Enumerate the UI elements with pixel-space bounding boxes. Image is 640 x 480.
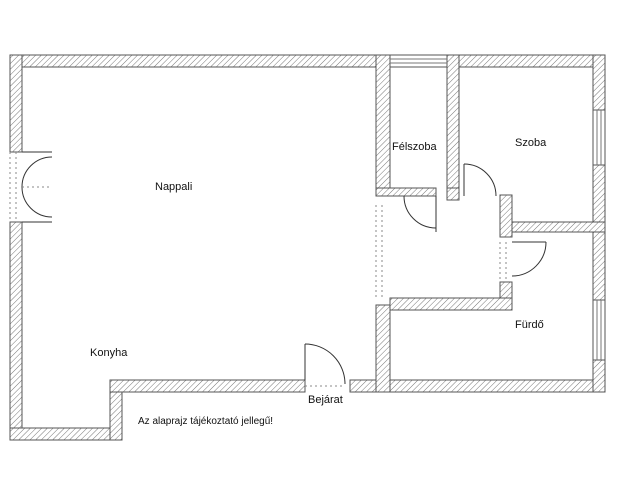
wall-felszoba-left — [375, 54, 391, 196]
wall-right-upper — [592, 54, 606, 111]
wall-right-lower — [592, 359, 606, 393]
wall-corridor-left — [375, 304, 391, 393]
entrance-door — [304, 343, 346, 387]
opening-lines — [375, 205, 507, 300]
wall-szoba-bottom — [499, 221, 606, 233]
room-label-szoba: Szoba — [515, 137, 547, 149]
room-label-konyha: Konyha — [90, 347, 128, 359]
wall-left-lower — [9, 221, 23, 441]
furdo-door — [511, 241, 547, 277]
room-label-furdo: Fürdő — [515, 319, 544, 331]
wall-bath-top — [389, 297, 513, 311]
outer-walls — [9, 54, 606, 441]
wall-szoba-left-lower — [499, 194, 513, 238]
wall-felszoba-bottom — [375, 187, 437, 197]
wall-bottom-left — [9, 427, 123, 441]
interior-walls — [375, 54, 606, 393]
szoba-door — [463, 163, 497, 197]
wall-top-right — [452, 54, 606, 68]
wall-top-left — [9, 54, 391, 68]
left-double-window — [9, 151, 53, 223]
right-window-szoba — [592, 109, 606, 166]
top-window — [389, 54, 448, 68]
wall-felszoba-right — [446, 54, 460, 196]
wall-szoba-bottom-stub — [446, 187, 460, 201]
right-window-furdo — [592, 299, 606, 361]
disclaimer-note: Az alaprajz tájékoztató jellegű! — [138, 416, 273, 427]
wall-left-upper — [9, 54, 23, 153]
felszoba-door — [403, 195, 437, 232]
room-label-felszoba: Félszoba — [392, 141, 438, 153]
wall-bottom-middle — [109, 379, 306, 393]
room-label-nappali: Nappali — [155, 181, 192, 193]
room-label-bejarat: Bejárat — [308, 394, 343, 406]
